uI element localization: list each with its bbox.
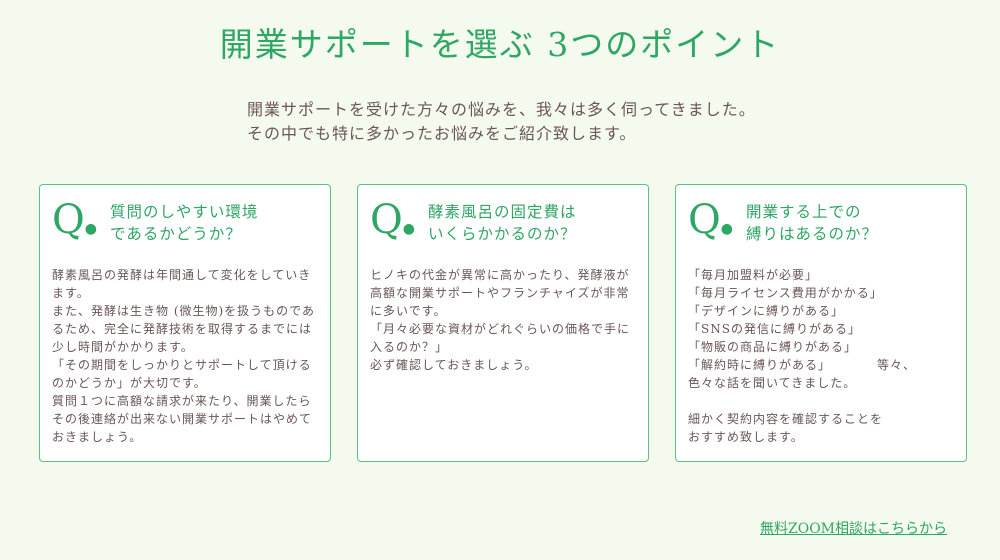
card-question: 開業する上での縛りはあるのか？ [746, 203, 879, 243]
intro-text: 開業サポートを受けた方々の悩みを、我々は多く伺ってきました。 その中でも特に多か… [247, 98, 756, 146]
zoom-consult-link[interactable]: 無料ZOOM相談はこちらから [760, 521, 948, 537]
card-question: 質問のしやすい環境であるかどうか？ [110, 203, 259, 243]
intro-line: 開業サポートを受けた方々の悩みを、我々は多く伺ってきました。 [247, 100, 756, 119]
q-mark: Q● [688, 197, 734, 243]
intro-line: その中でも特に多かったお悩みをご紹介致します。 [247, 124, 637, 143]
q-mark: Q● [370, 197, 416, 243]
card-answer: 酵素風呂の発酵は年間通して変化をしていきます。 また、発酵は生き物 (微生物)を… [52, 268, 316, 444]
point-card: Q● 酵素風呂の固定費はいくらかかるのか？ ヒノキの代金が異常に高かったり、発酵… [357, 184, 649, 462]
q-mark: Q● [52, 197, 98, 243]
card-answer: 「毎月加盟料が必要」 「毎月ライセンス費用がかかる」 「デザインに縛りがある」 … [688, 268, 917, 444]
page-title: 開業サポートを選ぶ 3つのポイント [219, 25, 781, 64]
card-answer: ヒノキの代金が異常に高かったり、発酵液が高額な開業サポートやフランチャイズが非常… [370, 268, 631, 372]
card-question: 酵素風呂の固定費はいくらかかるのか？ [428, 203, 577, 243]
point-card: Q● 質問のしやすい環境であるかどうか？ 酵素風呂の発酵は年間通して変化をしてい… [39, 184, 331, 462]
point-card: Q● 開業する上での縛りはあるのか？ 「毎月加盟料が必要」 「毎月ライセンス費用… [675, 184, 967, 462]
